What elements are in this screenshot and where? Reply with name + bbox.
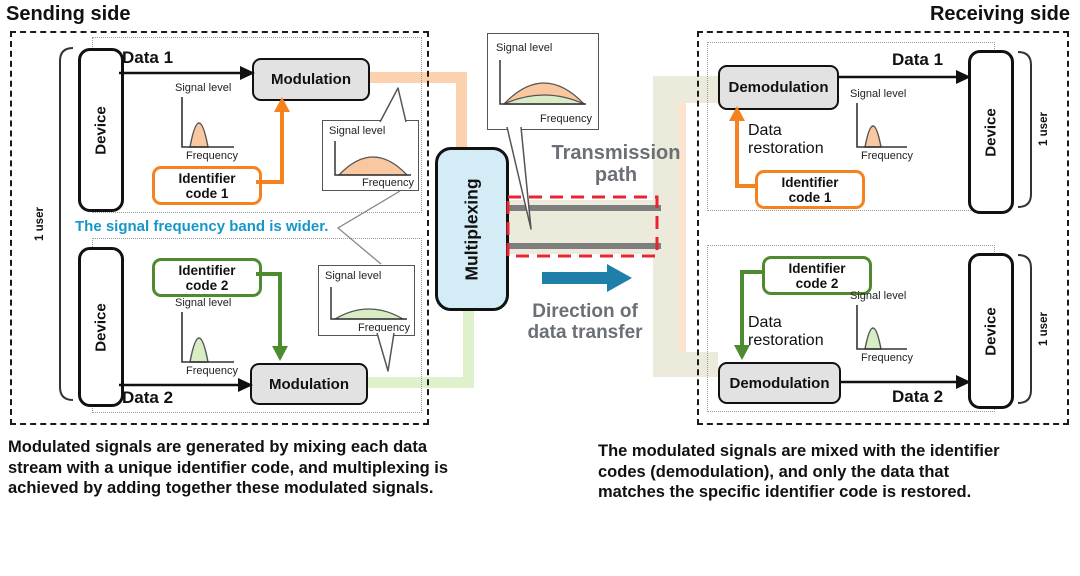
identifier-code1-line2: code 1 (185, 186, 229, 201)
receiving-caption-line1: The modulated signals are mixed with the… (598, 442, 1000, 460)
receiving-device-1: Device (968, 50, 1014, 214)
sending-side-title: Sending side (6, 3, 131, 25)
identifier-code1-receiving-box: Identifier code 1 (755, 170, 865, 209)
combined-spectrum (499, 60, 586, 105)
identifier-code2-receiving-box: Identifier code 2 (762, 256, 872, 295)
receiving-caption: The modulated signals are mixed with the… (598, 441, 1000, 503)
transmission-bar-top (503, 205, 661, 211)
sending-one-user-label: 1 user (34, 207, 46, 241)
signal-level-label: Signal level (329, 125, 386, 137)
identifier-code1-line1: Identifier (781, 175, 839, 190)
green-signal-band-vertical (463, 303, 474, 388)
frequency-label: Frequency (186, 365, 238, 377)
modulation-2-box: Modulation (250, 363, 368, 405)
sending-device-2: Device (78, 247, 124, 407)
frequency-label: Frequency (362, 177, 414, 189)
identifier-code1-line1: Identifier (178, 171, 236, 186)
receiving-caption-line3: matches the specific identifier code is … (598, 483, 972, 501)
identifier-code2-sending-box: Identifier code 2 (152, 258, 262, 297)
signal-level-label: Signal level (325, 270, 382, 282)
restoration-line1: Data (748, 122, 782, 139)
wide-green-spectrum (330, 287, 407, 320)
identifier-code2-line2: code 2 (185, 278, 229, 293)
receiving-side-boundary (697, 31, 1069, 425)
signal-level-label: Signal level (850, 290, 907, 302)
restoration-line2: restoration (748, 140, 824, 157)
transmission-line2: path (594, 164, 638, 186)
transmission-line1: Transmission (551, 142, 681, 164)
receiving-data1-label: Data 1 (892, 50, 944, 69)
narrow-orange-spectrum (181, 97, 234, 148)
receiving-side-title: Receiving side (929, 3, 1070, 25)
identifier-code1-sending-box: Identifier code 1 (152, 166, 262, 205)
direction-arrow (542, 264, 632, 292)
sending-device-2-label: Device (92, 302, 110, 352)
restoration-line1: Data (748, 314, 782, 331)
receiving-caption-line2: codes (demodulation), and only the data … (598, 462, 950, 481)
identifier-code2-line1: Identifier (788, 261, 846, 276)
sending-data1-label: Data 1 (122, 48, 174, 67)
demodulation-2-box: Demodulation (718, 362, 841, 404)
signal-level-label: Signal level (175, 82, 232, 94)
orange-signal-band-horizontal (364, 72, 467, 83)
direction-line2: data transfer (527, 322, 643, 343)
sending-side-boundary (10, 31, 429, 425)
identifier-code1-line2: code 1 (788, 190, 832, 205)
multiplexed-band-pale-orange-stripe (679, 96, 686, 362)
sending-device-1: Device (78, 48, 124, 212)
narrow-green-spectrum (181, 312, 234, 363)
signal-level-label: Signal level (496, 42, 553, 54)
demodulation-1-box: Demodulation (718, 65, 839, 110)
direction-of-data-transfer-label: Direction of data transfer (503, 301, 667, 343)
receiving-device-2: Device (968, 253, 1014, 409)
sending-caption: Modulated signals are generated by mixin… (8, 437, 448, 499)
narrow-orange-spectrum (856, 103, 907, 148)
frequency-label: Frequency (540, 113, 592, 125)
sending-device-1-label: Device (92, 105, 110, 155)
wide-band-bubble-2: Signal level Frequency (318, 265, 415, 336)
multiplexing-label: Multiplexing (461, 177, 482, 281)
sending-data2-label: Data 2 (122, 388, 174, 407)
restoration-line2: restoration (748, 332, 824, 349)
direction-line1: Direction of (532, 301, 638, 322)
sending-caption-line3: achieved by adding together these modula… (8, 479, 434, 497)
green-signal-band-horizontal (364, 377, 474, 388)
wide-band-bubble-1: Signal level Frequency (322, 120, 419, 191)
orange-signal-band-vertical (456, 72, 467, 150)
identifier-code2-line1: Identifier (178, 263, 236, 278)
signal-level-label: Signal level (850, 88, 907, 100)
frequency-label: Frequency (186, 150, 238, 162)
receiving-device-1-label: Device (982, 107, 1000, 157)
signal-level-label: Signal level (175, 297, 232, 309)
narrow-green-spectrum (856, 305, 907, 350)
modulation-1-box: Modulation (252, 58, 370, 101)
multiplexing-box: Multiplexing (435, 147, 509, 311)
transmission-path-label: Transmission path (540, 142, 692, 186)
data-restoration-label-1: Data restoration (748, 122, 824, 158)
frequency-label: Frequency (358, 322, 410, 334)
receiving-data2-label: Data 2 (892, 387, 944, 406)
sending-caption-line2: stream with a unique identifier code, an… (8, 458, 449, 477)
receiving-one-user-label-1: 1 user (1038, 112, 1050, 146)
wide-orange-spectrum (334, 141, 411, 176)
sending-caption-line1: Modulated signals are generated by mixin… (8, 438, 428, 456)
frequency-label: Frequency (861, 150, 913, 162)
data-restoration-label-2: Data restoration (748, 314, 824, 350)
combined-spectrum-bubble: Signal level Frequency (487, 33, 599, 130)
frequency-label: Frequency (861, 352, 913, 364)
receiving-one-user-label-2: 1 user (1038, 312, 1050, 346)
frequency-band-note: The signal frequency band is wider. (75, 218, 329, 235)
identifier-code2-line2: code 2 (795, 276, 839, 291)
receiving-device-2-label: Device (982, 306, 1000, 356)
transmission-bar-bottom (503, 243, 661, 249)
